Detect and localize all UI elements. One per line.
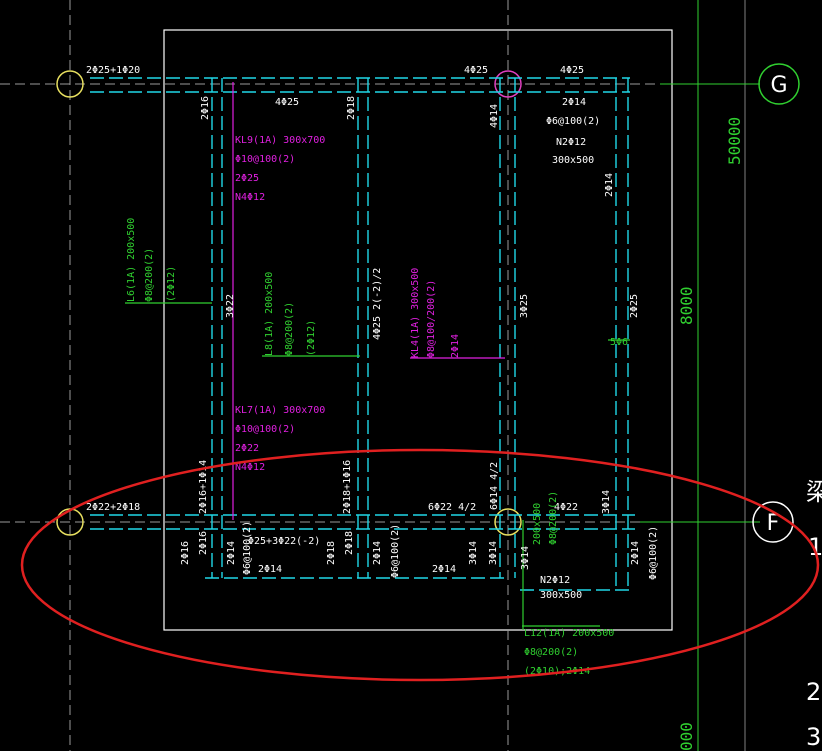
label-b11: 3Φ14 — [468, 541, 479, 565]
label-b8: 2Φ14 — [432, 564, 456, 575]
label-t2: 4Φ25 — [464, 65, 488, 76]
label-t23: 3Φ14 — [601, 490, 612, 514]
svg-text:L6(1A) 200x500: L6(1A) 200x500 — [126, 218, 137, 302]
label-t6: 2Φ18 — [346, 96, 357, 120]
label-t7: 4Φ14 — [489, 104, 500, 128]
label-t4: 4Φ25 — [275, 97, 299, 108]
label-b14: Φ6@100(2) — [648, 526, 659, 580]
label-b15: 2Φ14 — [630, 541, 641, 565]
svg-text:KL4(1A) 300x500: KL4(1A) 300x500 — [410, 268, 421, 358]
axis-label-f: F — [767, 511, 780, 536]
label-t11: 300x500 — [552, 155, 594, 166]
svg-text:L8(1A) 200x500: L8(1A) 200x500 — [264, 272, 275, 356]
green-label-l12-vertical: 200x500 Φ8@200(2) — [532, 491, 559, 545]
label-t5: 2Φ16 — [200, 96, 211, 120]
label-t19: 6Φ22 4/2 — [428, 502, 476, 513]
svg-text:N4Φ12: N4Φ12 — [235, 462, 265, 473]
dimension-d2: 8000 — [677, 286, 696, 325]
svg-text:N4Φ12: N4Φ12 — [235, 192, 265, 203]
label-t15: 3Φ25 — [519, 294, 530, 318]
dimension-d3: 000 — [677, 722, 696, 751]
magenta-label-kl7: KL7(1A) 300x700 Φ10@100(2) 2Φ22 N4Φ12 — [235, 405, 325, 473]
label-t21: 2Φ22+2Φ18 — [86, 502, 140, 513]
svg-text:(2Φ10);2Φ14: (2Φ10);2Φ14 — [524, 666, 590, 677]
side-glyph-b: 1 — [808, 533, 822, 561]
label-b3: 2Φ14 — [258, 564, 282, 575]
grid-lines — [0, 0, 760, 751]
label-b7: 2Φ18 — [344, 531, 355, 555]
label-b5: 2Φ14 — [226, 541, 237, 565]
label-t18: 2Φ18+1Φ16 — [342, 460, 353, 514]
label-b10: 2Φ14 — [372, 541, 383, 565]
label-t13: 3Φ22 — [225, 294, 236, 318]
label-t24: Φ25+3Φ22(-2) — [248, 536, 320, 547]
label-t16: 2Φ25 — [629, 294, 640, 318]
label-b9: Φ6@100(2) — [390, 524, 401, 578]
svg-text:2Φ14: 2Φ14 — [450, 334, 461, 358]
label-t17: 2Φ16+1Φ14 — [198, 460, 209, 514]
svg-text:Φ8@200(2): Φ8@200(2) — [524, 647, 578, 658]
svg-text:Φ8@200(2): Φ8@200(2) — [548, 491, 559, 545]
svg-text:KL9(1A) 300x700: KL9(1A) 300x700 — [235, 135, 325, 146]
svg-text:Φ10@100(2): Φ10@100(2) — [235, 154, 295, 165]
svg-text:Φ8@200(2): Φ8@200(2) — [144, 248, 155, 302]
svg-text:(2Φ12): (2Φ12) — [166, 266, 177, 302]
label-t3: 4Φ25 — [560, 65, 584, 76]
green-label-small: 5Φ6 — [610, 337, 628, 348]
label-t9: Φ6@100(2) — [546, 116, 600, 127]
label-b1: 2Φ16 — [180, 541, 191, 565]
label-t20: 6Φ14 4/2 — [489, 462, 500, 510]
green-label-l6: L6(1A) 200x500 Φ8@200(2) (2Φ12) — [126, 218, 177, 302]
svg-text:KL7(1A) 300x700: KL7(1A) 300x700 — [235, 405, 325, 416]
svg-text:Φ8@200(2): Φ8@200(2) — [284, 302, 295, 356]
axis-bubble-f: F — [752, 501, 794, 543]
label-b2: 2Φ16 — [198, 531, 209, 555]
dimension-d1: 50000 — [725, 117, 744, 165]
label-b17: 300x500 — [540, 590, 582, 601]
label-t14: 4Φ25 2(-2)/2 — [372, 268, 383, 340]
svg-text:2Φ22: 2Φ22 — [235, 443, 259, 454]
axis-label-g: G — [770, 73, 787, 98]
label-t10: N2Φ12 — [556, 137, 586, 148]
magenta-label-kl4: KL4(1A) 300x500 Φ8@100/200(2) 2Φ14 — [410, 268, 461, 358]
green-label-l12: L12(1A) 200x500 Φ8@200(2) (2Φ10);2Φ14 — [524, 628, 614, 677]
label-t8: 2Φ14 — [562, 97, 586, 108]
leader-lines — [125, 82, 630, 630]
magenta-label-kl9: KL9(1A) 300x700 Φ10@100(2) 2Φ25 N4Φ12 — [235, 135, 325, 203]
svg-text:2Φ25: 2Φ25 — [235, 173, 259, 184]
label-b16: N2Φ12 — [540, 575, 570, 586]
beam-lines — [90, 77, 635, 591]
side-glyph-c: 2 — [806, 678, 821, 706]
axis-bubble-g: G — [758, 63, 800, 105]
side-glyph-d: 3 — [806, 723, 821, 751]
svg-text:Φ10@100(2): Φ10@100(2) — [235, 424, 295, 435]
label-t12: 2Φ14 — [604, 173, 615, 197]
svg-text:(2Φ12): (2Φ12) — [306, 320, 317, 356]
label-b12: 3Φ14 — [488, 541, 499, 565]
svg-text:L12(1A) 200x500: L12(1A) 200x500 — [524, 628, 614, 639]
side-glyph-a: 梁 — [806, 478, 822, 506]
label-t1: 2Φ25+1Φ20 — [86, 65, 140, 76]
drawing-frame — [163, 29, 673, 631]
highlight-ellipse — [20, 448, 820, 682]
column-markers — [56, 70, 522, 536]
green-label-l8: L8(1A) 200x500 Φ8@200(2) (2Φ12) — [264, 272, 317, 356]
label-b6: 2Φ18 — [326, 541, 337, 565]
svg-text:200x500: 200x500 — [532, 503, 543, 545]
label-t22: 4Φ22 — [554, 502, 578, 513]
label-b13: 3Φ14 — [520, 546, 531, 570]
label-b4: Φ6@100(2) — [242, 521, 253, 575]
svg-text:Φ8@100/200(2): Φ8@100/200(2) — [426, 280, 437, 358]
